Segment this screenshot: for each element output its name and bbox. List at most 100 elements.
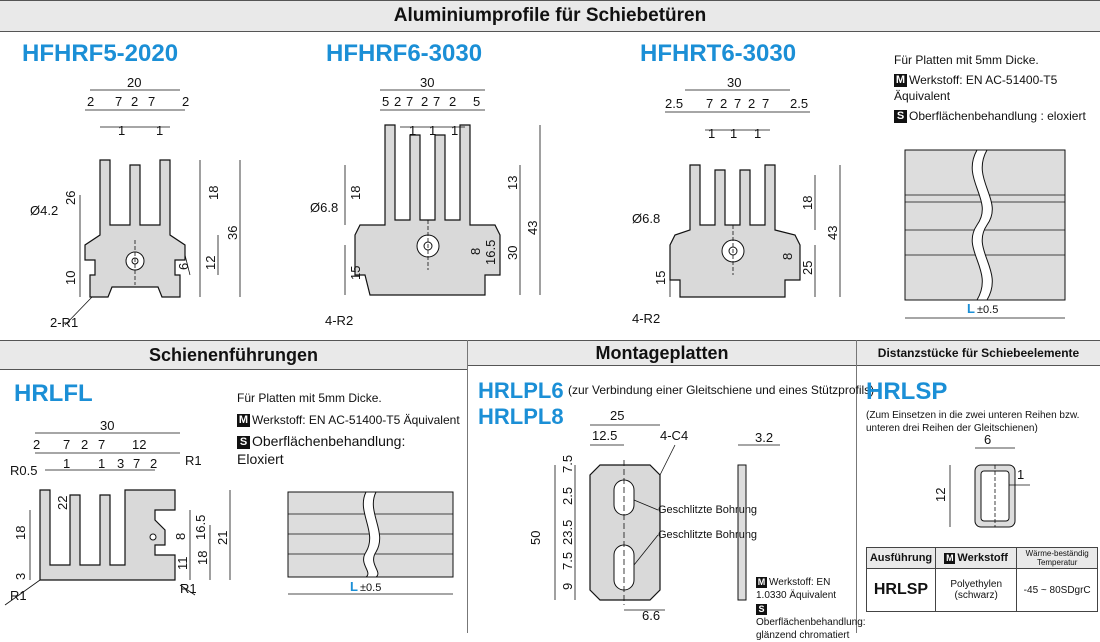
table-header-material-text: Werkstoff xyxy=(957,552,1008,564)
dim-label: 2-R1 xyxy=(50,315,78,330)
dim-label: 2.5 xyxy=(665,96,683,111)
dim-label: 12 xyxy=(933,488,948,502)
spacer-note: (Zum Einsetzen in die zwei unteren Reihe… xyxy=(866,410,1080,434)
plate-thickness-note: Für Platten mit 5mm Dicke. xyxy=(894,53,1039,67)
hrlpl6-note: (zur Verbindung einer Gleitschiene und e… xyxy=(568,383,875,397)
mounting-plate-drawing: 25 12.5 4-C4 3.2 7.5 2.5 23.5 50 7.5 9 6… xyxy=(528,408,780,623)
dim-label: 12.5 xyxy=(592,428,617,443)
product-code-hrlpl8[interactable]: HRLPL8 xyxy=(478,404,564,429)
dim-label: 7.5 xyxy=(560,552,575,570)
material-text: Werkstoff: EN AC-51400-T5 Äquivalent xyxy=(894,73,1058,103)
dim-label: 18 xyxy=(348,186,363,200)
product-code-hrlsp[interactable]: HRLSP xyxy=(866,378,948,405)
dim-label: 2.5 xyxy=(790,96,808,111)
dim-label: 21 xyxy=(215,531,230,545)
length-label: L xyxy=(967,301,975,316)
dim-label: 18 xyxy=(13,526,28,540)
dim-label: 1 xyxy=(730,126,737,141)
profile-drawing-hfhrf5-2020: 20 2 7 2 7 2 1 1 26 18 36 12 6 10 Ø4.2 2… xyxy=(30,75,241,330)
dim-label: 43 xyxy=(525,221,540,235)
dim-label: 2 xyxy=(421,94,428,109)
dim-label: 1 xyxy=(708,126,715,141)
dim-label: 18 xyxy=(195,551,210,565)
rail-surface-text-2: Eloxiert xyxy=(237,451,284,467)
rail-profile-drawing: 30 2 7 2 7 12 1 1 3 7 2 R0.5 R1 22 18 16… xyxy=(4,418,231,606)
table-cell-material: Polyethylen (schwarz) xyxy=(934,568,1018,612)
dim-label: R1 xyxy=(180,581,197,596)
rail-length-tolerance: ±0.5 xyxy=(360,582,381,594)
table-header-type: Ausführung xyxy=(866,547,936,569)
table-material-badge: M xyxy=(944,552,956,564)
dim-label: 3 xyxy=(117,456,124,471)
product-code-hfhrf5-2020[interactable]: HFHRF5-2020 xyxy=(22,40,179,67)
slot-label-2: Geschlitzte Bohrung xyxy=(658,529,757,541)
dim-label: 1 xyxy=(98,456,105,471)
dim-label: 30 xyxy=(100,418,114,433)
dim-label: 16.5 xyxy=(483,240,498,265)
dim-label: 23.5 xyxy=(560,520,575,545)
dim-label: R0.5 xyxy=(10,463,37,478)
dim-label: 7 xyxy=(98,437,105,452)
dim-label: 25 xyxy=(610,408,624,423)
dim-label: 1 xyxy=(409,123,416,138)
dim-label: 30 xyxy=(420,75,434,90)
dim-label: 2 xyxy=(720,96,727,111)
dim-label: 18 xyxy=(800,196,815,210)
section-header-rail-guides: Schienenführungen xyxy=(0,340,467,370)
dim-label: 7 xyxy=(406,94,413,109)
dim-label: 1 xyxy=(429,123,436,138)
dim-label: 18 xyxy=(206,186,221,200)
dim-label: 15 xyxy=(348,266,363,280)
table-cell-code: HRLSP xyxy=(866,568,936,612)
dim-label: 8 xyxy=(173,533,188,540)
dim-label: R1 xyxy=(185,453,202,468)
slot-label-1: Geschlitzte Bohrung xyxy=(658,504,757,516)
rail-material-badge: M xyxy=(237,414,250,428)
dim-label: 7 xyxy=(115,94,122,109)
dim-label: 6.6 xyxy=(642,608,660,623)
dim-label: 2 xyxy=(449,94,456,109)
dim-label: 6 xyxy=(984,432,991,447)
dim-label: 1 xyxy=(63,456,70,471)
mount-material-text: Werkstoff: EN 1.0330 Äquivalent xyxy=(756,577,837,601)
product-code-hrlpl6[interactable]: HRLPL6 xyxy=(478,378,564,403)
dim-label: 4-R2 xyxy=(632,311,660,326)
dim-label: 15 xyxy=(653,271,668,285)
rail-surface-text: Oberflächenbehandlung: xyxy=(252,433,406,449)
rail-surface-badge: S xyxy=(237,435,250,449)
mount-surface-text: Oberflächenbehandlung: glänzend chromati… xyxy=(756,617,866,641)
dim-label: 30 xyxy=(505,246,520,260)
dim-label: 10 xyxy=(63,271,78,285)
mount-surface-note: S Oberflächenbehandlung: glänzend chromat… xyxy=(756,603,866,642)
rail-material-text: Werkstoff: EN AC-51400-T5 Äquivalent xyxy=(252,413,460,427)
dim-label: 2 xyxy=(150,456,157,471)
dim-label: 7 xyxy=(63,437,70,452)
dim-label: 1 xyxy=(1017,467,1024,482)
dim-label: 7 xyxy=(133,456,140,471)
dim-label: 11 xyxy=(175,557,190,571)
product-code-hfhrt6-3030[interactable]: HFHRT6-3030 xyxy=(640,40,797,67)
mount-surface-badge: S xyxy=(756,603,767,615)
dim-label: 36 xyxy=(225,226,240,240)
dim-label: 8 xyxy=(780,253,795,260)
dim-label: Ø4.2 xyxy=(30,203,58,218)
dim-label: 1 xyxy=(754,126,761,141)
rail-length-label: L xyxy=(350,579,358,594)
table-header-temperature: Wärme-beständig Temperatur xyxy=(1016,547,1098,569)
product-code-hfhrf6-3030[interactable]: HFHRF6-3030 xyxy=(326,40,483,67)
dim-label: 2 xyxy=(182,94,189,109)
surface-badge: S xyxy=(894,110,907,124)
product-code-hrlfl[interactable]: HRLFL xyxy=(14,380,93,407)
dim-label: 2 xyxy=(748,96,755,111)
dim-label: 2.5 xyxy=(560,487,575,505)
dim-label: 20 xyxy=(127,75,141,90)
dim-label: 4-C4 xyxy=(660,428,688,443)
dim-label: 2 xyxy=(131,94,138,109)
dim-label: 1 xyxy=(118,123,125,138)
section-divider-vertical-1 xyxy=(467,340,468,633)
